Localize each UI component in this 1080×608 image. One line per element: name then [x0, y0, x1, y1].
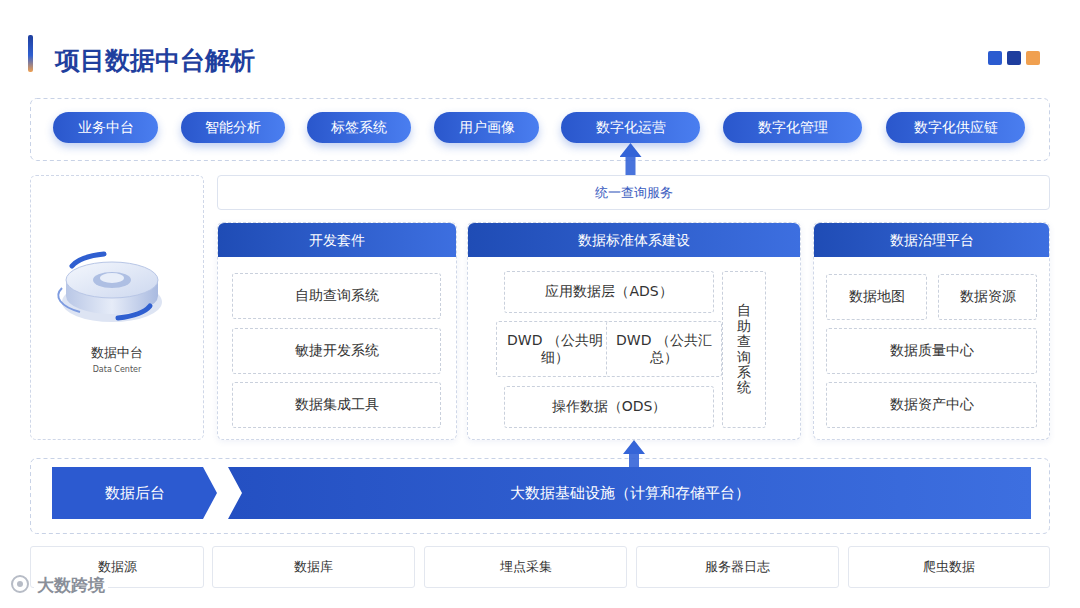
module-panel: 数据标准体系建设应用数据层（ADS） DWD （公共明细）DWD （公共汇总） 操作… [467, 222, 801, 440]
service-bar: 统一查询服务 [217, 175, 1050, 210]
node-label: 开发套件 [218, 223, 456, 257]
node-label: 数据治理平台 [814, 223, 1049, 257]
node-label: 用户画像 [459, 119, 515, 137]
bottom-dashed-container [31, 459, 1050, 534]
module-box: 数据地图 [826, 274, 927, 320]
node-label: 操作数据（ODS） [552, 398, 667, 416]
infrastructure-band: 大数据基础设施（计算和存储平台） [228, 467, 1031, 519]
node-label: 数字化供应链 [914, 119, 998, 137]
module-box: 数据资产中心 [826, 382, 1037, 428]
node-label: 自助查询系统 [737, 303, 751, 395]
node-label: 敏捷开发系统 [295, 342, 379, 360]
node-label: 大数据基础设施（计算和存储平台） [510, 484, 750, 503]
application-pill: 数字化运营 [561, 112, 700, 143]
node-label: 统一查询服务 [595, 184, 673, 202]
node-label: 数据资产中心 [890, 396, 974, 414]
node-label: 数据标准体系建设 [468, 223, 800, 257]
watermark-icon [12, 576, 28, 592]
application-pill: 业务中台 [53, 112, 158, 143]
page-title: 项目数据中台解析 [55, 44, 255, 77]
shape-fill [52, 467, 217, 519]
flow-arrow [629, 454, 639, 467]
module-panel: 数据治理平台数据地图 数据资源数据质量中心数据资产中心 [813, 222, 1050, 440]
node-label: 数据地图 [849, 288, 905, 306]
node-label: 智能分析 [205, 119, 261, 137]
node-sublabel: Data Center [93, 365, 142, 374]
node-label: 爬虫数据 [923, 558, 975, 576]
node-label: 数据中台 [91, 344, 143, 362]
node-label: 数据库 [294, 558, 333, 576]
top-dashed-container [31, 99, 1050, 161]
node-label: 自助查询系统 [295, 287, 379, 305]
source-box: 服务器日志 [636, 546, 839, 588]
module-box: DWD （公共明细） [496, 321, 614, 377]
application-pill: 智能分析 [181, 112, 285, 143]
node-label: 数据质量中心 [890, 342, 974, 360]
module-box: 数据集成工具 [232, 382, 441, 428]
module-box: DWD （公共汇总） [606, 321, 722, 377]
data-center-illustration [58, 254, 162, 322]
module-box: 数据资源 [938, 274, 1037, 320]
module-box: 自助查询系统 [232, 273, 441, 319]
backend-chevron: 数据后台 [52, 467, 217, 519]
application-pill: 数字化供应链 [886, 112, 1025, 143]
module-box: 操作数据（ODS） [504, 386, 714, 428]
node-label: 数据后台 [105, 484, 165, 503]
source-box: 埋点采集 [424, 546, 627, 588]
application-pill: 标签系统 [307, 112, 411, 143]
platform-panel: 数据中台 Data Center [30, 175, 204, 440]
module-box: 敏捷开发系统 [232, 328, 441, 374]
flow-arrow [626, 157, 636, 175]
node-label: 数据集成工具 [295, 396, 379, 414]
node-label: 数据资源 [960, 288, 1016, 306]
shape-fill [228, 467, 1031, 519]
module-panel: 开发套件自助查询系统敏捷开发系统数据集成工具 [217, 222, 457, 440]
vertical-box: 自助查询系统 [722, 271, 766, 428]
node-label: DWD （公共汇总） [607, 332, 721, 367]
application-pill: 用户画像 [434, 112, 539, 143]
watermark: 大数跨境 [34, 574, 108, 597]
application-pill: 数字化管理 [723, 112, 862, 143]
node-label: DWD （公共明细） [497, 332, 613, 367]
module-box: 数据质量中心 [826, 328, 1037, 374]
node-label: 标签系统 [331, 119, 387, 137]
node-label: 数字化管理 [758, 119, 828, 137]
node-label: 埋点采集 [500, 558, 552, 576]
module-box: 应用数据层（ADS） [504, 271, 714, 313]
source-box: 数据库 [212, 546, 415, 588]
source-box: 爬虫数据 [848, 546, 1050, 588]
node-label: 应用数据层（ADS） [545, 283, 672, 301]
corner-squares [988, 51, 1040, 65]
node-label: 业务中台 [78, 119, 134, 137]
node-label: 服务器日志 [705, 558, 770, 576]
title-bar [28, 35, 33, 72]
node-label: 数字化运营 [596, 119, 666, 137]
